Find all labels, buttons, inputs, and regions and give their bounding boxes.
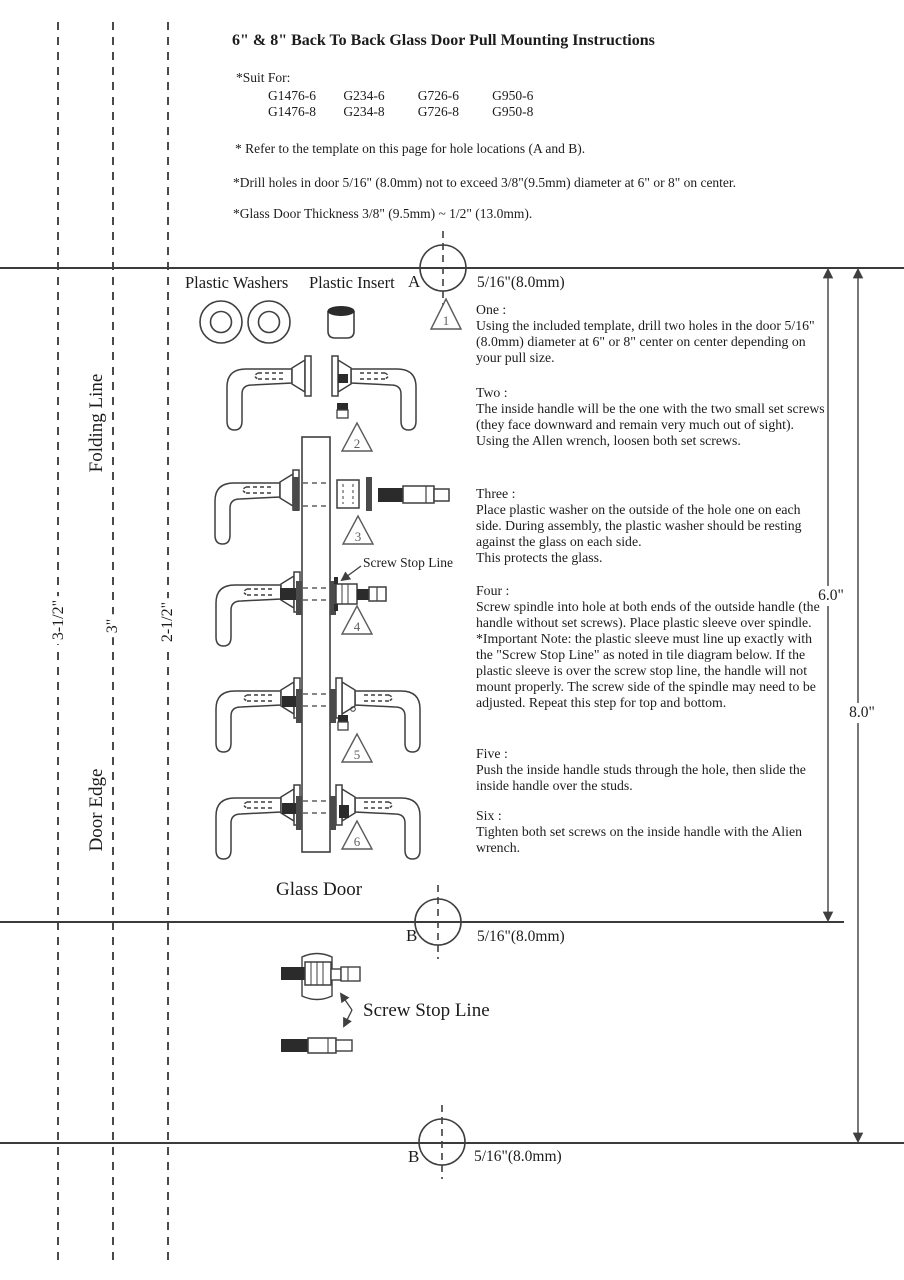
step-marker-2: 2 — [354, 436, 361, 451]
screw-stop-line-label-small: Screw Stop Line — [363, 555, 453, 570]
plastic-insert-drawing — [327, 306, 355, 339]
plastic-washers-label: Plastic Washers — [185, 273, 289, 292]
step-three-text2: This protects the glass. — [476, 550, 603, 565]
step-four-text: Screw spindle into hole at both ends of … — [476, 599, 820, 710]
hole-marker-b-mid — [414, 885, 462, 959]
hole-marker-b-bottom — [418, 1105, 466, 1179]
model-g1476-6: G1476-6 — [268, 88, 316, 103]
hole-b-bottom-size: 5/16"(8.0mm) — [474, 1148, 562, 1165]
folding-line-label: Folding Line — [86, 369, 108, 477]
note-thickness: *Glass Door Thickness 3/8" (9.5mm) ~ 1/2… — [233, 206, 533, 221]
step-marker-1: 1 — [443, 313, 450, 328]
plastic-washers-drawing — [199, 300, 291, 344]
step-six-text: Tighten both set screws on the inside ha… — [476, 824, 802, 855]
note-template: * Refer to the template on this page for… — [235, 141, 586, 156]
plastic-insert-label: Plastic Insert — [309, 273, 395, 292]
dim-8-label: 8.0" — [843, 703, 881, 723]
step-marker-4: 4 — [354, 619, 361, 634]
step-marker-6: 6 — [354, 834, 361, 849]
door-edge-label: Door Edge — [86, 764, 108, 856]
model-row-2: G1476-8 G234-8 G726-8 G950-8 — [268, 104, 563, 120]
dim-3-half-label: 3-1/2" — [50, 595, 68, 645]
glass-door-strip — [301, 436, 331, 853]
screw-stop-pointer-arrow — [340, 565, 362, 582]
step-five-label: Five : — [476, 746, 508, 761]
hole-b-mid-size: 5/16"(8.0mm) — [477, 928, 565, 945]
dim-6-label: 6.0" — [812, 586, 850, 606]
model-g1476-8: G1476-8 — [268, 104, 316, 119]
model-g726-8: G726-8 — [417, 104, 459, 119]
model-row-1: G1476-6 G234-6 G726-6 G950-6 — [268, 88, 563, 104]
step-marker-triangles — [340, 297, 463, 850]
model-g950-8: G950-8 — [492, 104, 534, 119]
page-title: 6" & 8" Back To Back Glass Door Pull Mou… — [232, 32, 655, 49]
glass-door-label: Glass Door — [276, 879, 363, 900]
step-three-label: Three : — [476, 486, 516, 501]
model-g950-6: G950-6 — [492, 88, 534, 103]
hole-marker-a — [419, 231, 467, 305]
step-marker-5: 5 — [354, 747, 361, 762]
step-six-label: Six : — [476, 808, 502, 823]
step-marker-3: 3 — [355, 529, 362, 544]
dim-2-half-label: 2-1/2" — [159, 597, 177, 647]
screw-stop-line-label-large: Screw Stop Line — [363, 1000, 490, 1021]
step-two-label: Two : — [476, 385, 508, 400]
step-two-text: The inside handle will be the one with t… — [476, 401, 825, 448]
model-g234-6: G234-6 — [343, 88, 385, 103]
step-one-text: Using the included template, drill two h… — [476, 318, 815, 365]
step-five-text: Push the inside handle studs through the… — [476, 762, 806, 793]
step5-assembly-drawing — [215, 677, 421, 753]
hole-a-label: A — [408, 272, 421, 291]
hole-b-bottom-label: B — [408, 1147, 420, 1166]
screw-stop-inset-drawing — [281, 952, 361, 1054]
step6-assembly-drawing — [215, 784, 421, 860]
hole-b-mid-label: B — [406, 926, 418, 945]
model-g234-8: G234-8 — [343, 104, 385, 119]
vertical-dashed-template-lines — [57, 22, 169, 1265]
step-marker-numbers: 1 2 3 4 5 6 — [354, 313, 450, 849]
dim-3-label: 3" — [104, 614, 122, 638]
step-three-text: Place plastic washer on the outside of t… — [476, 502, 802, 549]
suit-for-label: *Suit For: — [236, 70, 291, 85]
step-one-label: One : — [476, 302, 507, 317]
horizontal-hole-lines — [0, 267, 904, 1144]
step3-exploded-assembly-drawing — [214, 469, 450, 545]
model-g726-6: G726-6 — [417, 88, 459, 103]
note-drill: *Drill holes in door 5/16" (8.0mm) not t… — [233, 175, 737, 190]
hole-a-size: 5/16"(8.0mm) — [477, 274, 565, 291]
step-four-label: Four : — [476, 583, 510, 598]
step4-mounted-handle-drawing — [215, 571, 387, 647]
step2-exploded-handles-drawing — [226, 355, 417, 431]
